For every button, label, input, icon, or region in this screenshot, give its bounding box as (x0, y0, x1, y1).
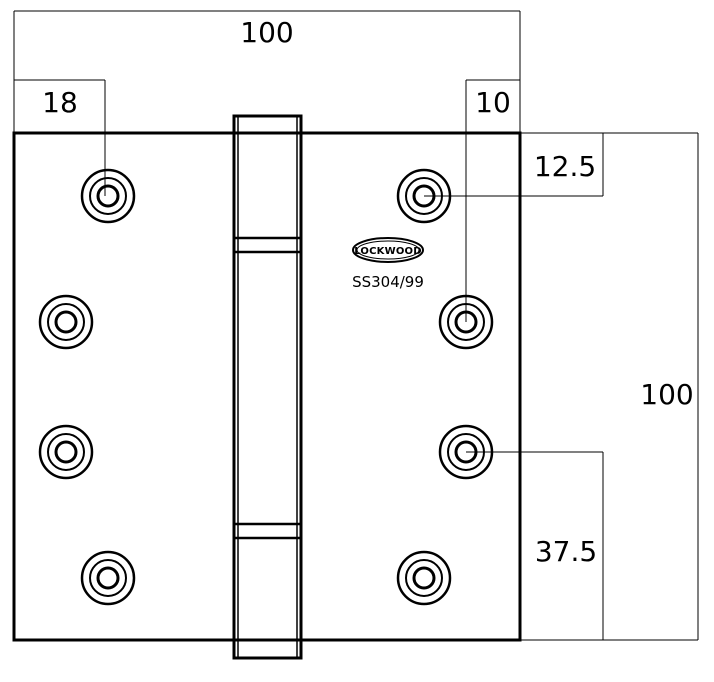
hinge-plate-outline (12, 131, 522, 642)
screw-holes (38, 168, 494, 606)
screw-hole-right-2 (438, 294, 494, 350)
screw-hole-left-2 (38, 294, 94, 350)
dim-right-hole-offset: 10 (475, 86, 511, 119)
dimension-lines (13, 10, 699, 641)
model-label: SS304/99 (352, 273, 424, 291)
logo-wordmark: LOCKWOOD (354, 246, 422, 257)
screw-hole-right-3 (438, 424, 494, 480)
lockwood-logo: LOCKWOOD (352, 237, 424, 263)
screw-hole-left-4 (80, 550, 136, 606)
screw-hole-left-3 (38, 424, 94, 480)
dim-overall-width: 100 (240, 16, 293, 49)
dim-top-hole-offset: 12.5 (534, 150, 596, 183)
screw-hole-right-1 (396, 168, 452, 224)
dim-overall-height: 100 (640, 378, 693, 411)
dim-left-hole-offset: 18 (42, 86, 78, 119)
screw-hole-left-1 (80, 168, 136, 224)
dim-bottom-hole-offset: 37.5 (535, 535, 597, 568)
screw-hole-right-4 (396, 550, 452, 606)
hinge-knuckle (232, 114, 303, 660)
